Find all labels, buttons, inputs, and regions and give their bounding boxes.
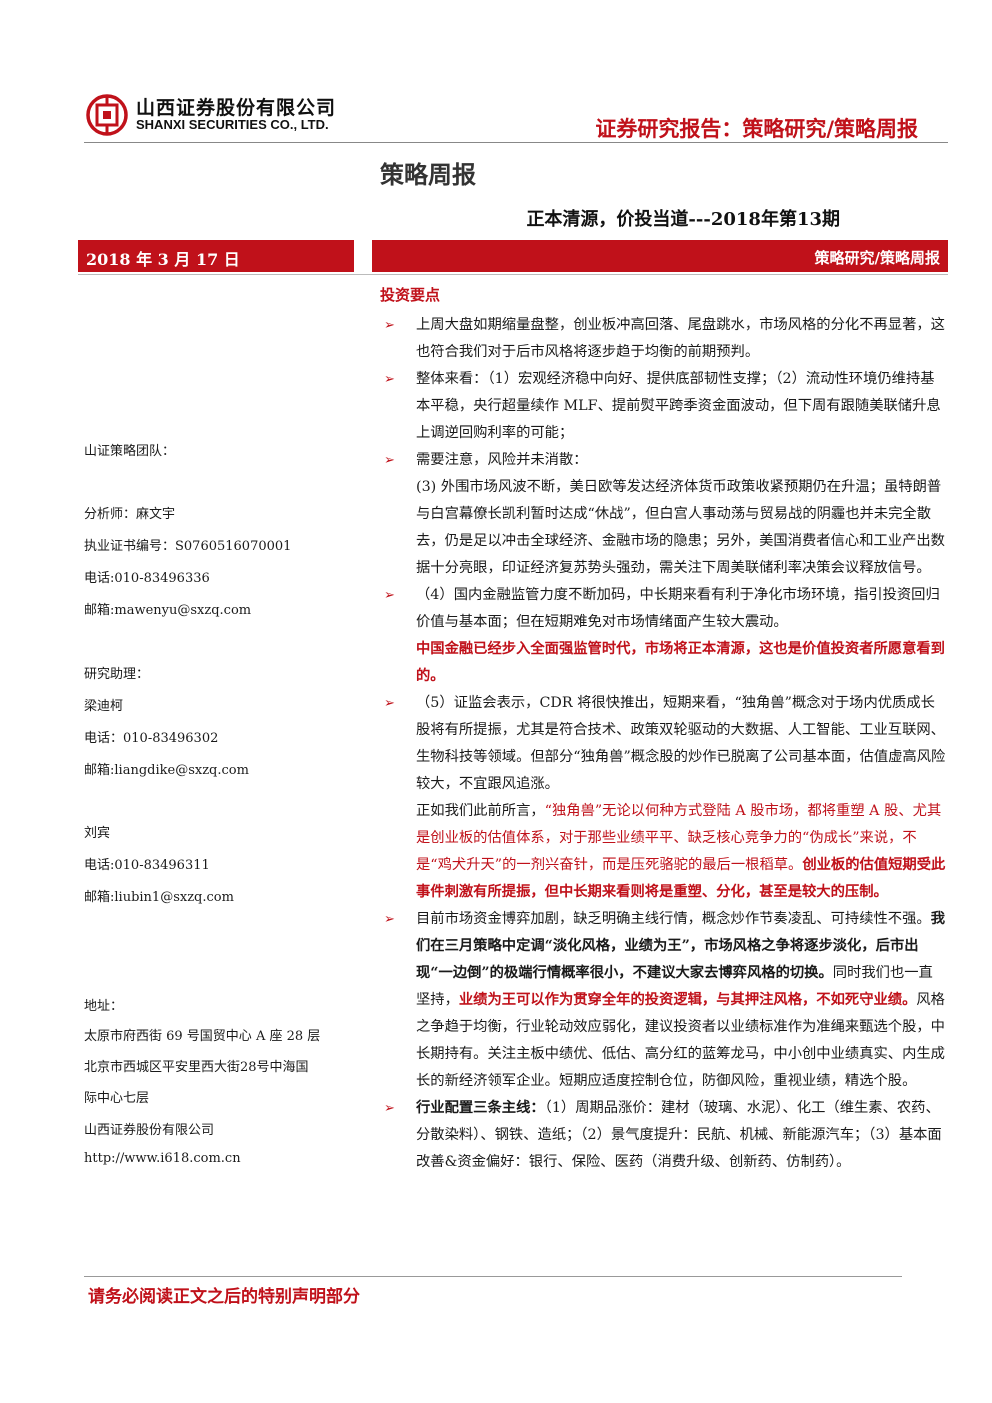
report-title: 证券研究报告：策略研究/策略周报 [595,117,918,141]
assistant2-phone: 电话:010-83496311 [84,858,210,873]
bullet-6: ➢ 目前市场资金博弈加剧，缺乏明确主线行情，概念炒作节奏凌乱、可持续性不强。我们… [380,906,946,1095]
paragraph-3: (3) 外围市场风波不断，美日欧等发达经济体货币政策收紧预期仍在升温；虽特朗普与… [416,479,945,576]
page-label: 策略周报 [380,161,476,189]
arrow-bullet-icon: ➢ [384,318,395,333]
company-name-en: SHANXI SECURITIES CO., LTD. [136,117,329,132]
disclaimer-notice: 请务必阅读正文之后的特别声明部分 [88,1287,360,1307]
arrow-bullet-icon: ➢ [384,1101,395,1116]
address-beijing-1: 北京市西城区平安里西大街28号中海国 [84,1060,309,1075]
bullet-7: ➢ 行业配置三条主线：（1）周期品涨价：建材（玻璃、水泥）、化工（维生素、农药、… [380,1095,946,1176]
report-category: 策略研究/策略周报 [814,249,940,267]
bullet-3: ➢ 需要注意，风险并未消散： [380,447,946,474]
analyst-name: 分析师：麻文宇 [84,507,176,522]
arrow-bullet-icon: ➢ [384,912,395,927]
footer-divider [84,1276,902,1277]
header-divider [84,142,948,143]
assistant1-phone: 电话：010-83496302 [84,731,219,746]
bullet-5: ➢ （5）证监会表示，CDR 将很快推出，短期来看，“独角兽”概念对于场内优质成… [380,690,946,798]
arrow-bullet-icon: ➢ [384,588,395,603]
document-subtitle: 正本清源，价投当道---2018年第13期 [526,209,840,230]
assistant2-email: 邮箱:liubin1@sxzq.com [84,890,234,905]
arrow-bullet-icon: ➢ [384,372,395,387]
address-taiyuan: 太原市府西街 69 号国贸中心 A 座 28 层 [84,1029,321,1044]
bullet-4: ➢ （4）国内金融监管力度不断加码，中长期来看有利于净化市场环境，指引投资回归价… [380,582,946,636]
company-website: http://www.i618.com.cn [84,1151,241,1166]
arrow-bullet-icon: ➢ [384,696,395,711]
assistant1-email: 邮箱:liangdike@sxzq.com [84,763,249,778]
main-content: ➢ 上周大盘如期缩量盘整，创业板冲高回落、尾盘跳水，市场风格的分化不再显著，这也… [380,312,946,1176]
arrow-bullet-icon: ➢ [384,453,395,468]
company-name: 山西证券股份有限公司 [84,1123,215,1138]
bullet-1: ➢ 上周大盘如期缩量盘整，创业板冲高回落、尾盘跳水，市场风格的分化不再显著，这也… [380,312,946,366]
date-bar [78,240,354,272]
assistant2-name: 刘宾 [84,826,111,841]
bullet-2: ➢ 整体来看：（1）宏观经济稳中向好、提供底部韧性支撑；（2）流动性环境仍维持基… [380,366,946,447]
license-number: 执业证书编号：S0760516070001 [84,539,292,554]
section-title: 投资要点 [380,286,441,304]
paragraph-4-highlight: 中国金融已经步入全面强监管时代，市场将正本清源，这也是价值投资者所愿意看到的。 [416,641,945,684]
report-date: 2018 年 3 月 17 日 [86,250,240,269]
company-name-cn: 山西证券股份有限公司 [136,97,337,119]
address-beijing-2: 际中心七层 [84,1091,150,1106]
analyst-phone: 电话:010-83496336 [84,571,210,586]
team-label: 山证策略团队： [84,444,176,459]
assistant-label: 研究助理： [84,667,150,682]
address-label: 地址： [84,999,124,1014]
assistant1-name: 梁迪柯 [84,699,124,714]
category-bar [372,240,948,272]
analyst-email: 邮箱:mawenyu@sxzq.com [84,603,252,618]
bar-divider [78,274,948,275]
shanxi-securities-logo-icon [86,94,128,136]
paragraph-5: 正如我们此前所言，“独角兽”无论以何种方式登陆 A 股市场，都将重塑 A 股、尤… [416,803,946,900]
